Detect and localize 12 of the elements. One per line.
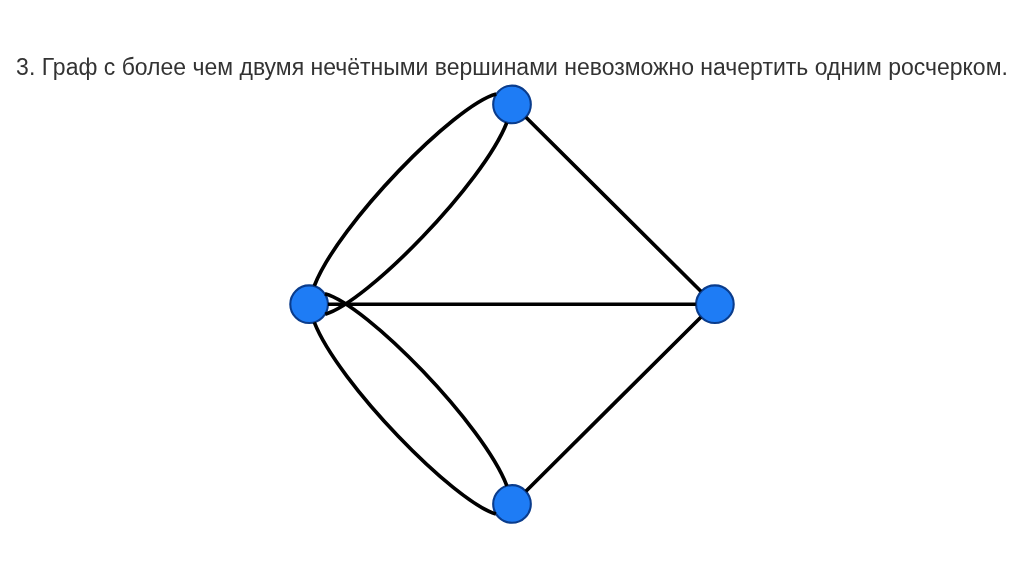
node-circle [695,283,735,324]
connector [324,291,509,487]
connector [328,301,696,306]
connector [312,91,497,287]
node-circle [289,283,329,324]
node-circle [492,483,532,524]
diagram-title: 3. Граф с более чем двумя нечётными вершинами невозможно начертить одним росчерком. [16,53,1008,80]
connector [312,321,497,516]
connector [324,121,509,316]
connector [524,315,703,492]
connector [524,115,703,293]
node-circle [492,84,532,124]
